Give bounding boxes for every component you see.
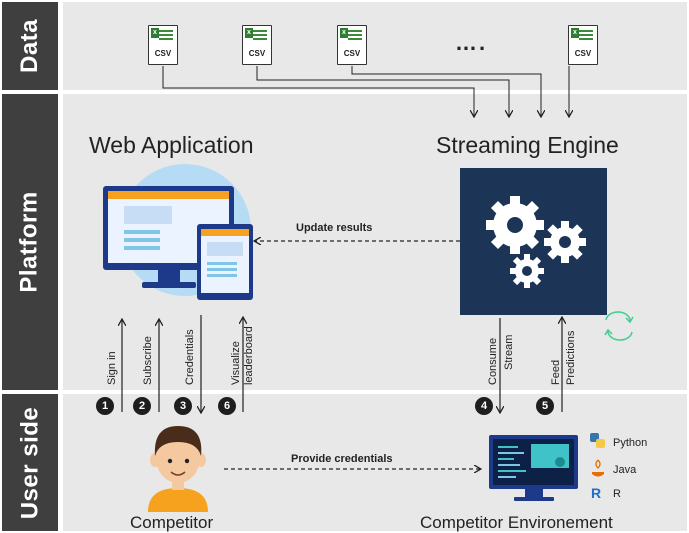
step-badge-5: 5 [536, 397, 554, 415]
refresh-icon [604, 311, 634, 341]
csv-to-engine-connectors [162, 66, 569, 116]
competitor-environment-icon [489, 435, 578, 501]
data-band-label: Data [2, 2, 58, 90]
consume-label: Consume [487, 337, 499, 385]
more-files-ellipsis: …. [455, 30, 488, 55]
java-label: Java [613, 464, 637, 476]
credentials-label: Credentials [184, 329, 196, 385]
platform-band-label: Platform [2, 94, 58, 390]
predictions-label: Predictions [565, 330, 577, 385]
competitor-title: Competitor [130, 513, 214, 532]
stream-label: Stream [503, 334, 515, 370]
competitor-environment-title: Competitor Environement [420, 513, 613, 532]
web-application-illustration [103, 164, 253, 300]
streaming-engine-icon [460, 168, 607, 315]
java-icon [592, 459, 604, 477]
leaderboard-label: leaderboard [243, 326, 255, 385]
feed-label: Feed [550, 359, 562, 385]
update-results-label: Update results [296, 222, 373, 234]
competitor-avatar [148, 426, 208, 512]
step-badge-2: 2 [133, 397, 151, 415]
r-language-icon: R [591, 485, 601, 501]
visualize-label: Visualize [230, 341, 242, 385]
svg-text:R: R [591, 485, 601, 501]
step-badge-6: 6 [218, 397, 236, 415]
csv-file-icon: x CSV [242, 25, 272, 65]
step-badge-1: 1 [96, 397, 114, 415]
r-label: R [613, 488, 621, 500]
python-label: Python [613, 437, 648, 449]
csv-file-icon: x CSV [337, 25, 367, 65]
step-badge-3: 3 [174, 397, 192, 415]
streaming-engine-title: Streaming Engine [436, 132, 619, 158]
step-badge-4: 4 [475, 397, 493, 415]
csv-file-icon: x CSV [568, 25, 598, 65]
sign-in-label: Sign in [106, 351, 118, 385]
user-side-band-label: User side [2, 394, 58, 531]
web-application-title: Web Application [89, 132, 254, 158]
provide-credentials-label: Provide credentials [291, 453, 393, 465]
csv-file-icon: x CSV [148, 25, 178, 65]
python-icon [590, 433, 605, 448]
subscribe-label: Subscribe [142, 336, 154, 385]
